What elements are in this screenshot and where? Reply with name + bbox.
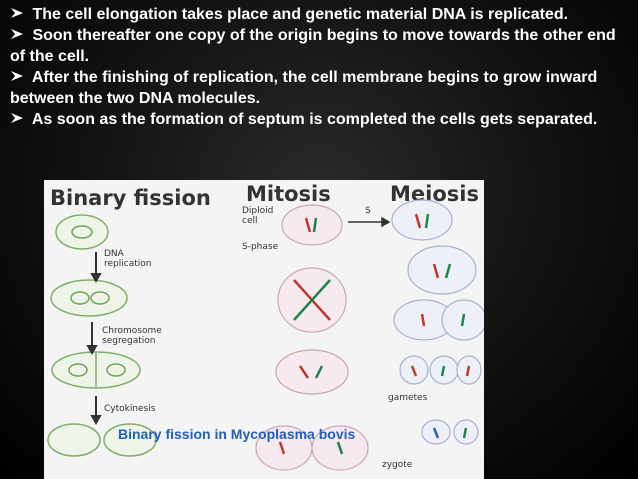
- bullet-item: Soon thereafter one copy of the origin b…: [10, 25, 630, 67]
- bullet-item: The cell elongation takes place and gene…: [10, 4, 630, 25]
- dna-replication-label: DNA replication: [104, 249, 152, 269]
- meiosis-sequence: [391, 199, 484, 445]
- gametes-label: gametes: [388, 393, 428, 403]
- bullet-item: After the finishing of replication, the …: [10, 67, 630, 109]
- chromosome-segregation-label: Chromosome segregation: [102, 326, 162, 346]
- cell-division-figure: Binary fission Mitosis Meiosis DNA repli…: [44, 180, 484, 479]
- arrow-bullet-icon: [11, 29, 23, 39]
- zygote-label: zygote: [382, 460, 413, 470]
- bullet-list: The cell elongation takes place and gene…: [10, 4, 630, 130]
- bullet-text: The cell elongation takes place and gene…: [32, 6, 569, 23]
- s-phase-label: S-phase: [242, 242, 279, 252]
- meiosis-chromosomes: [410, 213, 471, 439]
- mitosis-chromosomes: [278, 217, 344, 455]
- bullet-item: As soon as the formation of septum is co…: [10, 109, 630, 130]
- meiosis-s-arrow: [348, 216, 391, 228]
- cell-division-diagram: [47, 199, 484, 471]
- arrow-bullet-icon: [11, 71, 23, 81]
- arrow-bullet-icon: [11, 8, 23, 18]
- bullet-text: As soon as the formation of septum is co…: [31, 111, 598, 128]
- bullet-text: After the finishing of replication, the …: [10, 69, 598, 107]
- diploid-cell-label: Diploid cell: [242, 206, 274, 226]
- binary-fission-title: Binary fission: [50, 186, 211, 210]
- binary-fission-arrows: [86, 252, 102, 426]
- binary-fission-sequence: [47, 214, 157, 457]
- s-label: S: [365, 206, 371, 216]
- mitosis-title: Mitosis: [246, 182, 331, 206]
- bullet-text: Soon thereafter one copy of the origin b…: [10, 27, 616, 65]
- cytokinesis-label: Cytokinesis: [104, 404, 156, 414]
- figure-caption: Binary fission in Mycoplasma bovis: [118, 426, 356, 442]
- arrow-bullet-icon: [11, 113, 23, 123]
